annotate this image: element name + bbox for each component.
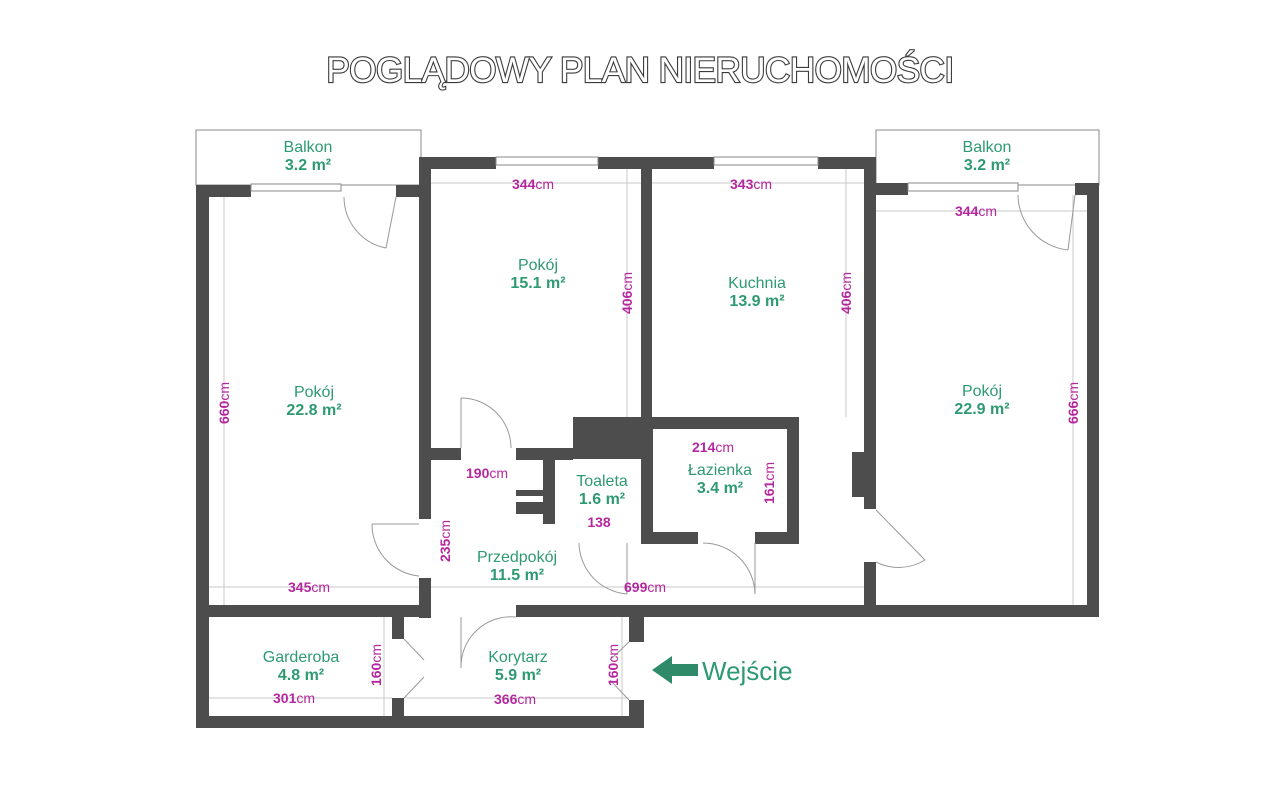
room-area: 13.9 m² — [729, 293, 784, 310]
room-area: 3.2 m² — [285, 157, 331, 174]
room-area: 15.1 m² — [510, 275, 565, 292]
room-area: 22.8 m² — [286, 402, 341, 419]
room-area: 5.9 m² — [495, 667, 541, 684]
room-area: 22.9 m² — [954, 401, 1009, 418]
room-area: 11.5 m² — [490, 567, 544, 584]
room-name: Pokój — [294, 384, 334, 401]
dimension-label: 699cm — [624, 579, 666, 595]
dimension-label: 666cm — [1065, 382, 1081, 424]
room-area: 3.4 m² — [697, 480, 743, 497]
room-area: 4.8 m² — [278, 667, 324, 684]
dimension-label: 406cm — [619, 272, 635, 314]
entrance-label: Wejście — [702, 656, 793, 686]
walls — [196, 157, 1099, 728]
dimension-label: 161cm — [761, 462, 777, 504]
plan-title: POGLĄDOWY PLAN NIERUCHOMOŚCI — [326, 50, 953, 90]
room-area: 1.6 m² — [579, 491, 625, 508]
room-name: Przedpokój — [477, 549, 557, 566]
room-name: Balkon — [963, 139, 1012, 156]
dimension-label: 190cm — [466, 465, 508, 481]
dimension-labels: 344cm 343cm 344cm 406cm 406cm 660cm 666c… — [216, 176, 1081, 707]
room-name: Pokój — [962, 383, 1002, 400]
dimension-label: 160cm — [368, 644, 384, 686]
room-area: 3.2 m² — [964, 157, 1010, 174]
room-name: Toaleta — [576, 473, 628, 490]
dimension-lines — [209, 169, 1087, 716]
dimension-label: 343cm — [730, 176, 772, 192]
dimension-label: 138 — [587, 514, 611, 530]
dimension-label: 406cm — [838, 272, 854, 314]
dimension-label: 235cm — [437, 520, 453, 562]
dimension-label: 160cm — [605, 644, 621, 686]
room-name: Kuchnia — [728, 275, 786, 292]
room-name: Korytarz — [488, 649, 548, 666]
dimension-label: 660cm — [216, 382, 232, 424]
dimension-label: 301cm — [273, 690, 315, 706]
dimension-label: 345cm — [288, 579, 330, 595]
dimension-label: 344cm — [955, 203, 997, 219]
entrance-arrow-icon — [652, 656, 698, 684]
room-name: Pokój — [518, 257, 558, 274]
room-name: Garderoba — [263, 649, 340, 666]
windows — [250, 156, 1019, 192]
doors — [343, 194, 1076, 701]
room-name: Łazienka — [688, 462, 752, 479]
dimension-label: 344cm — [512, 176, 554, 192]
room-name: Balkon — [284, 139, 333, 156]
dimension-label: 214cm — [692, 439, 734, 455]
dimension-label: 366cm — [494, 691, 536, 707]
room-labels: Balkon 3.2 m² Pokój 15.1 m² Kuchnia 13.9… — [263, 139, 1012, 684]
